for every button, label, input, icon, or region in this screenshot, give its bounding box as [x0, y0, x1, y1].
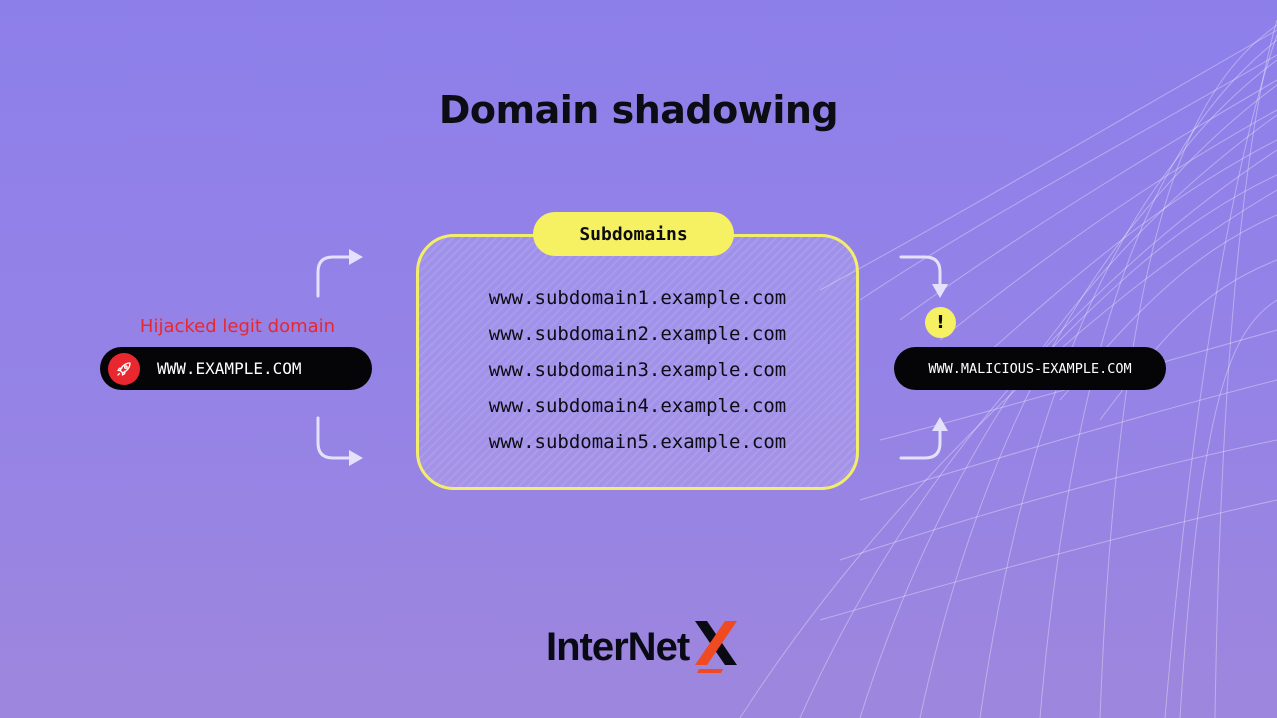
- internetx-logo: InterNet: [546, 616, 741, 678]
- subdomain-list: www.subdomain1.example.com www.subdomain…: [416, 280, 859, 460]
- subdomains-box: [416, 234, 859, 490]
- arrowhead-icon: [932, 417, 948, 431]
- subdomain-item: www.subdomain4.example.com: [488, 395, 787, 417]
- hijacked-domain-label: Hijacked legit domain: [139, 316, 336, 337]
- subdomain-item: www.subdomain5.example.com: [488, 431, 787, 453]
- subdomain-item: www.subdomain1.example.com: [488, 287, 787, 309]
- rocket-icon: [108, 352, 140, 385]
- source-domain-pill: WWW.EXAMPLE.COM: [100, 347, 372, 390]
- arrowhead-icon: [349, 249, 363, 265]
- arrow-up-right: [316, 255, 352, 298]
- malicious-domain-text: WWW.MALICIOUS-EXAMPLE.COM: [928, 360, 1132, 377]
- logo-text: InterNet: [546, 624, 690, 669]
- arrow-down-right: [316, 416, 352, 460]
- arrow-right-up: [899, 428, 942, 460]
- source-domain-text: WWW.EXAMPLE.COM: [157, 359, 302, 378]
- subdomains-tag: Subdomains: [533, 212, 734, 256]
- subdomain-item: www.subdomain3.example.com: [488, 359, 787, 381]
- malicious-domain-pill: WWW.MALICIOUS-EXAMPLE.COM: [894, 347, 1166, 390]
- arrow-right-down: [899, 255, 942, 287]
- arrowhead-icon: [932, 284, 948, 298]
- warning-icon: !: [925, 307, 956, 338]
- logo-x-mark: [695, 621, 738, 673]
- page-title: Domain shadowing: [438, 88, 839, 132]
- subdomain-item: www.subdomain2.example.com: [488, 323, 787, 345]
- arrowhead-icon: [349, 450, 363, 466]
